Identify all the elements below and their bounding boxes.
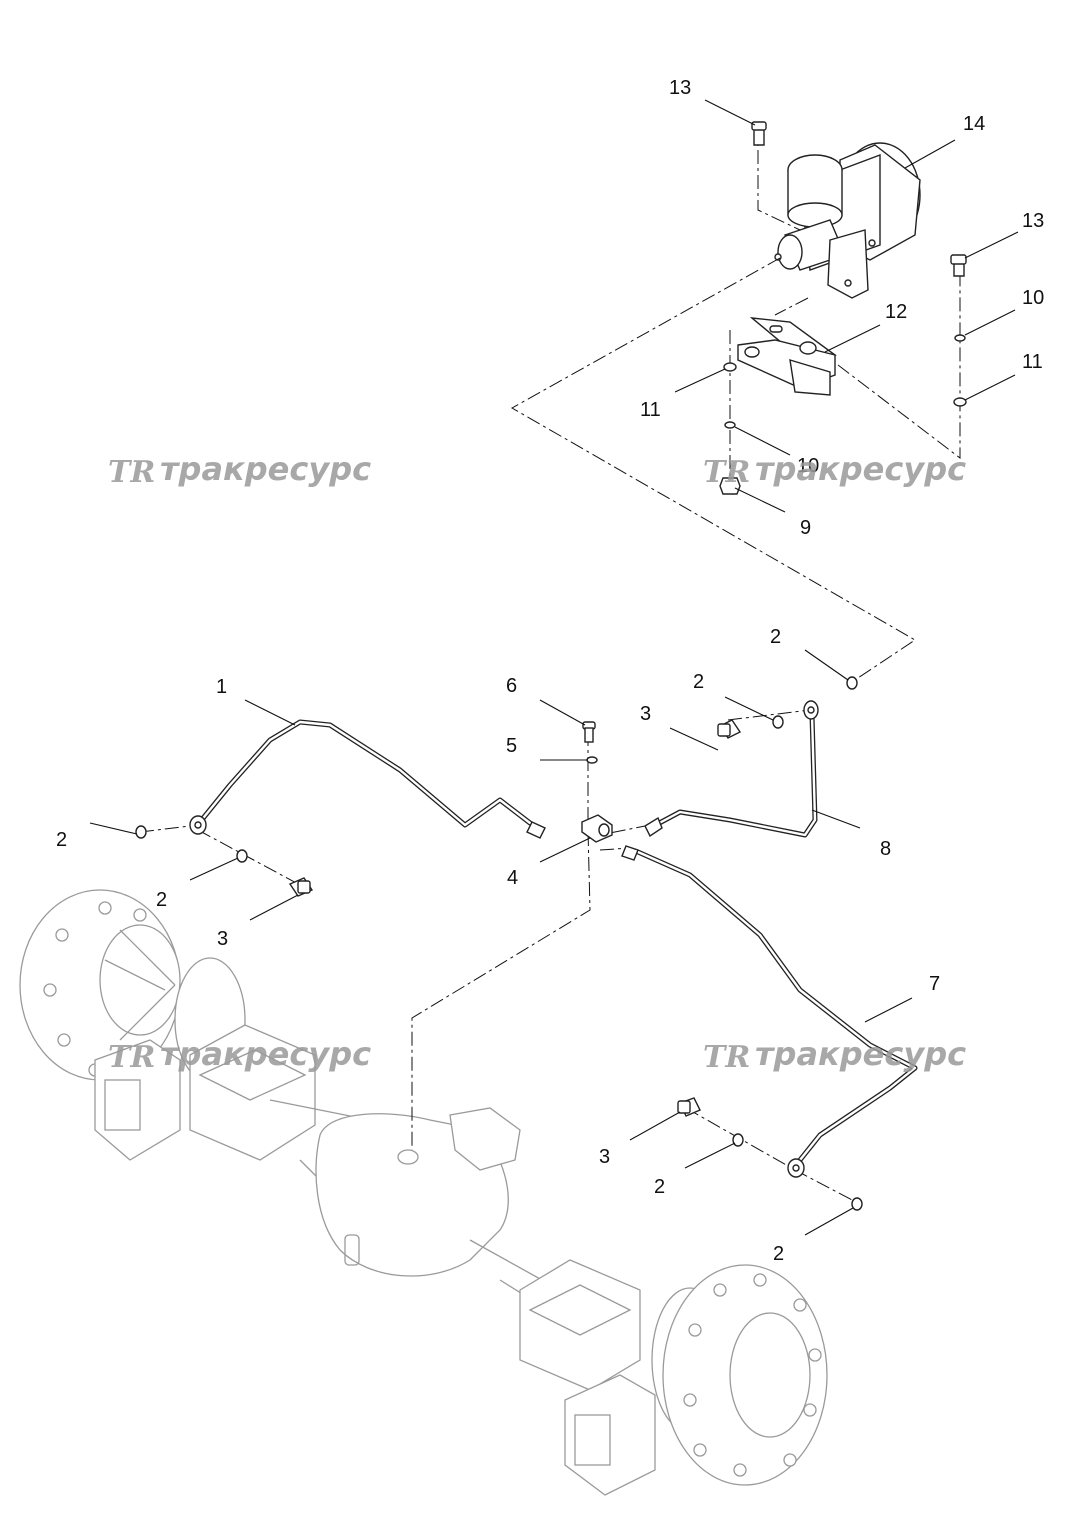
callout-13: 13 [669,77,691,99]
callout-14: 14 [963,113,985,135]
pipe-fittings [189,700,819,1178]
callout-8: 8 [880,838,891,860]
callout-12: 12 [885,301,907,323]
watermark-bottom-right: TR тракресурс [703,1035,966,1075]
callout-6: 6 [506,675,517,697]
watermark-logo: TR [108,1040,155,1075]
callout-10: 10 [1022,287,1044,309]
brake-master-cylinder [774,142,921,299]
leader-lines [89,99,1019,1236]
watermark-logo: TR [703,455,750,490]
watermark-text: тракресурс [160,1035,371,1073]
brake-pipe-1 [197,719,533,828]
callout-7: 7 [929,973,940,995]
callout-9: 9 [800,517,811,539]
fasteners [135,121,967,1211]
watermark-text: тракресурс [755,450,966,488]
watermark-top-right: TR тракресурс [703,450,966,490]
right-spring-seat [519,1259,641,1391]
callout-1: 1 [216,676,227,698]
callout-2: 2 [770,626,781,648]
callout-2: 2 [693,671,704,693]
callout-3: 3 [640,703,651,725]
callout-4: 4 [507,867,518,889]
watermark-logo: TR [108,455,155,490]
watermark-bottom-left: TR тракресурс [108,1035,371,1075]
callout-2: 2 [773,1243,784,1265]
callout-11: 11 [1022,351,1043,373]
callout-2: 2 [56,829,67,851]
brake-pipe-7 [635,849,918,1163]
callout-3: 3 [599,1146,610,1168]
callout-5: 5 [506,735,517,757]
watermark-text: тракресурс [755,1035,966,1073]
callout-2: 2 [654,1176,665,1198]
pinion-flange [449,1107,521,1171]
callout-13: 13 [1022,210,1044,232]
watermark-top-left: TR тракресурс [108,450,371,490]
mounting-flange [827,229,869,299]
callout-numbers: 13 14 13 10 11 12 11 10 9 2 2 3 6 5 1 2 … [56,77,1044,1265]
callout-2: 2 [156,889,167,911]
brake-pipe-8 [647,712,818,838]
tee-connector [581,814,613,843]
mounting-bracket [737,317,837,396]
callout-3: 3 [217,928,228,950]
watermark-logo: TR [703,1040,750,1075]
callout-10: 10 [797,455,819,477]
callout-11: 11 [640,399,661,421]
drive-axle-ghost [19,889,828,1496]
left-spring-seat [189,1024,316,1161]
watermark-text: тракресурс [160,450,371,488]
